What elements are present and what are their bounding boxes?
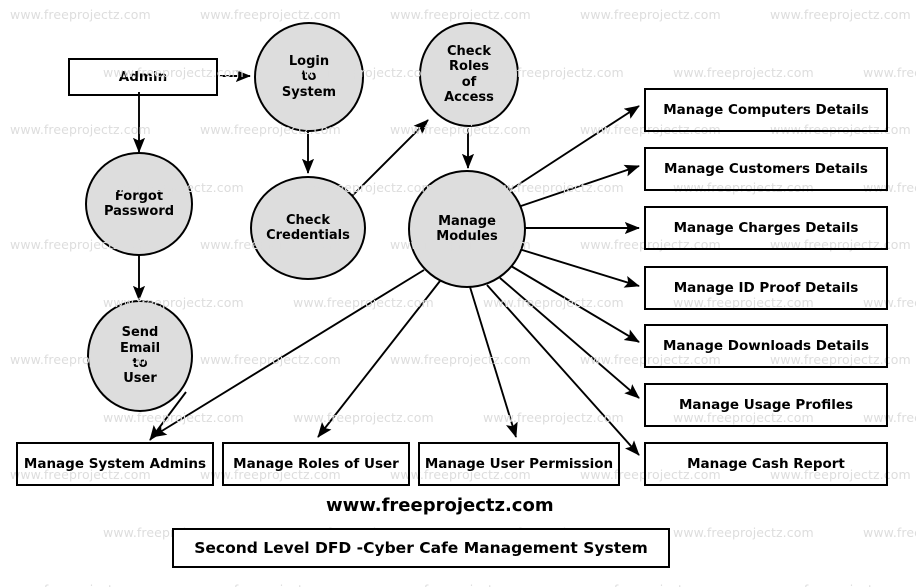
diagram-title: Second Level DFD -Cyber Cafe Management … xyxy=(194,539,648,557)
process-check-credentials[interactable]: Check Credentials xyxy=(250,176,366,280)
process-send-email-to-user[interactable]: Send Email to User xyxy=(87,300,193,412)
process-send-email-to-user-label: Send Email to User xyxy=(119,325,161,387)
diagram-title-box: Second Level DFD -Cyber Cafe Management … xyxy=(172,528,670,568)
process-manage-modules[interactable]: Manage Modules xyxy=(408,170,526,288)
entity-admin[interactable]: Admin xyxy=(68,58,218,96)
datastore-manage-downloads-details[interactable]: Manage Downloads Details xyxy=(644,324,888,368)
datastore-manage-id-proof-details[interactable]: Manage ID Proof Details xyxy=(644,266,888,310)
datastore-label: Manage User Permission xyxy=(424,456,614,472)
process-login-to-system[interactable]: Login to System xyxy=(254,22,364,132)
process-check-credentials-label: Check Credentials xyxy=(266,212,350,243)
flow-check-credentials-to-check-roles xyxy=(351,119,429,197)
process-check-roles-of-access[interactable]: Check Roles of Access xyxy=(419,22,519,127)
datastore-label: Manage Cash Report xyxy=(687,456,845,472)
datastore-label: Manage ID Proof Details xyxy=(673,280,859,296)
flow-modules-to-cashreport xyxy=(486,284,640,456)
flow-modules-to-roles-of-user xyxy=(317,280,441,438)
datastore-label: Manage Roles of User xyxy=(233,456,399,472)
process-login-to-system-label: Login to System xyxy=(281,54,337,100)
datastore-manage-usage-profiles[interactable]: Manage Usage Profiles xyxy=(644,383,888,427)
datastore-label: Manage Usage Profiles xyxy=(678,397,854,413)
datastore-label: Manage System Admins xyxy=(23,456,207,472)
process-forgot-password-label: Forgot Password xyxy=(103,188,175,219)
datastore-label: Manage Downloads Details xyxy=(663,338,869,354)
datastore-manage-customers-details[interactable]: Manage Customers Details xyxy=(644,147,888,191)
datastore-manage-charges-details[interactable]: Manage Charges Details xyxy=(644,206,888,250)
flow-modules-to-system-admins xyxy=(151,269,425,438)
datastore-manage-user-permission[interactable]: Manage User Permission xyxy=(418,442,620,486)
flow-modules-to-user-permission xyxy=(469,286,518,438)
flow-modules-to-customers xyxy=(517,164,640,208)
brand-text: www.freeprojectz.com xyxy=(326,495,554,516)
flow-modules-to-downloads xyxy=(510,265,640,343)
entity-admin-label: Admin xyxy=(118,69,168,85)
datastore-manage-cash-report[interactable]: Manage Cash Report xyxy=(644,442,888,486)
flow-modules-to-computers xyxy=(509,105,640,191)
flow-modules-to-usage xyxy=(499,277,640,399)
datastore-label: Manage Charges Details xyxy=(673,220,859,236)
datastore-manage-system-admins[interactable]: Manage System Admins xyxy=(16,442,214,486)
process-forgot-password[interactable]: Forgot Password xyxy=(85,152,193,256)
process-manage-modules-label: Manage Modules xyxy=(436,213,498,244)
flow-modules-to-idproof xyxy=(518,248,640,288)
datastore-manage-roles-of-user[interactable]: Manage Roles of User xyxy=(222,442,410,486)
datastore-label: Manage Computers Details xyxy=(663,102,869,118)
datastore-label: Manage Customers Details xyxy=(664,161,868,177)
process-check-roles-of-access-label: Check Roles of Access xyxy=(444,43,494,105)
datastore-manage-computers-details[interactable]: Manage Computers Details xyxy=(644,88,888,132)
